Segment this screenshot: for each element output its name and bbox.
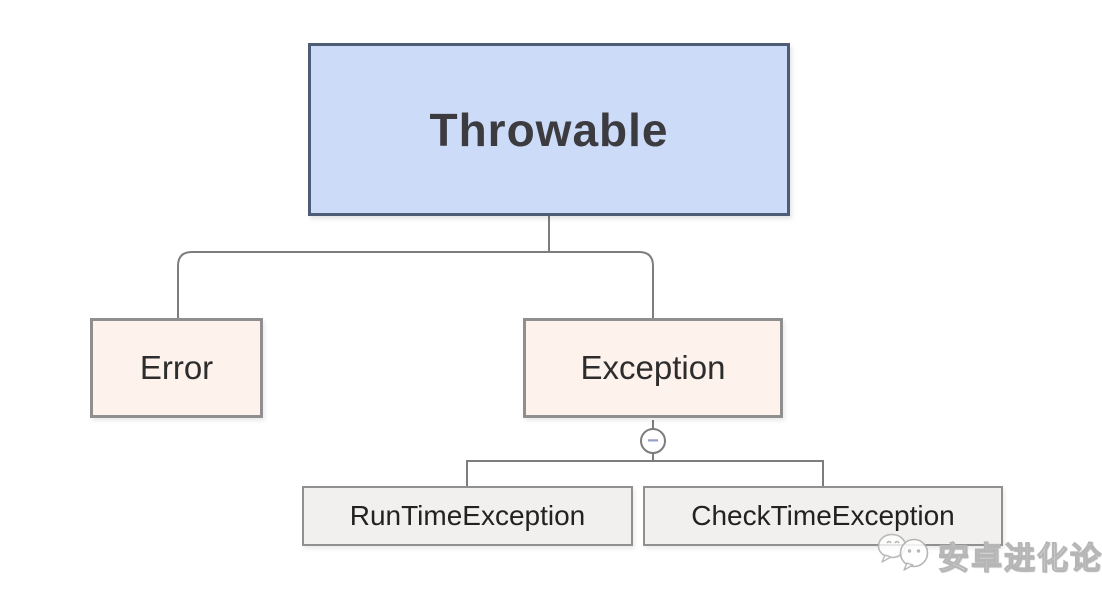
watermark: 安卓进化论 [876, 531, 1102, 579]
node-throwable: Throwable [308, 43, 790, 216]
node-checktimeexception: CheckTimeException [643, 486, 1003, 546]
node-error: Error [90, 318, 263, 418]
node-error-label: Error [139, 349, 214, 386]
minus-glyph: − [647, 430, 659, 452]
collapse-minus-icon[interactable]: − [640, 428, 666, 454]
node-throwable-label: Throwable [429, 103, 669, 156]
connector-throwable-children [177, 251, 654, 318]
node-exception: Exception [523, 318, 783, 418]
watermark-text: 安卓进化论 [937, 540, 1102, 576]
connector-exception-children [466, 460, 824, 486]
node-checktimeexception-label: CheckTimeException [691, 500, 955, 531]
node-runtimeexception-label: RunTimeException [349, 500, 586, 531]
node-exception-label: Exception [580, 349, 726, 386]
wechat-speech-bubbles-icon [877, 533, 929, 571]
node-runtimeexception: RunTimeException [302, 486, 633, 546]
